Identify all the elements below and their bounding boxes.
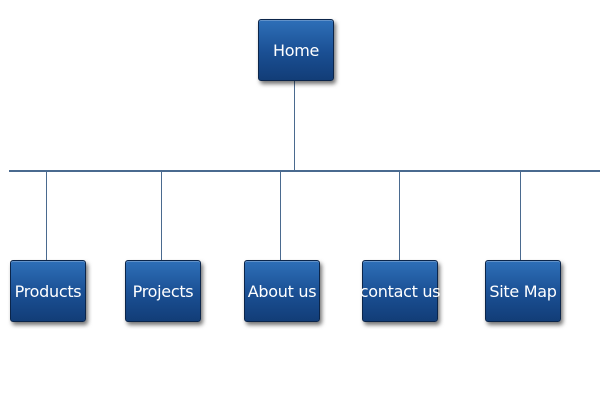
projects-node-label: Projects xyxy=(132,281,194,301)
contact-us-node[interactable]: contact us xyxy=(359,260,441,322)
site-map-node-label: Site Map xyxy=(489,281,557,301)
root-connector-line xyxy=(294,80,295,171)
horizontal-bus-line xyxy=(9,170,600,172)
products-node[interactable]: Products xyxy=(10,260,86,322)
contact-us-connector-line xyxy=(399,172,400,260)
home-node-label: Home xyxy=(272,40,320,60)
site-map-node[interactable]: Site Map xyxy=(485,260,561,322)
site-map-connector-line xyxy=(520,172,521,260)
about-us-connector-line xyxy=(280,172,281,260)
home-node[interactable]: Home xyxy=(258,19,334,81)
projects-connector-line xyxy=(161,172,162,260)
products-node-label: Products xyxy=(14,281,82,301)
projects-node[interactable]: Projects xyxy=(125,260,201,322)
products-connector-line xyxy=(46,172,47,260)
about-us-node-label: About us xyxy=(247,281,317,301)
about-us-node[interactable]: About us xyxy=(244,260,320,322)
contact-us-node-label: contact us xyxy=(359,281,441,301)
